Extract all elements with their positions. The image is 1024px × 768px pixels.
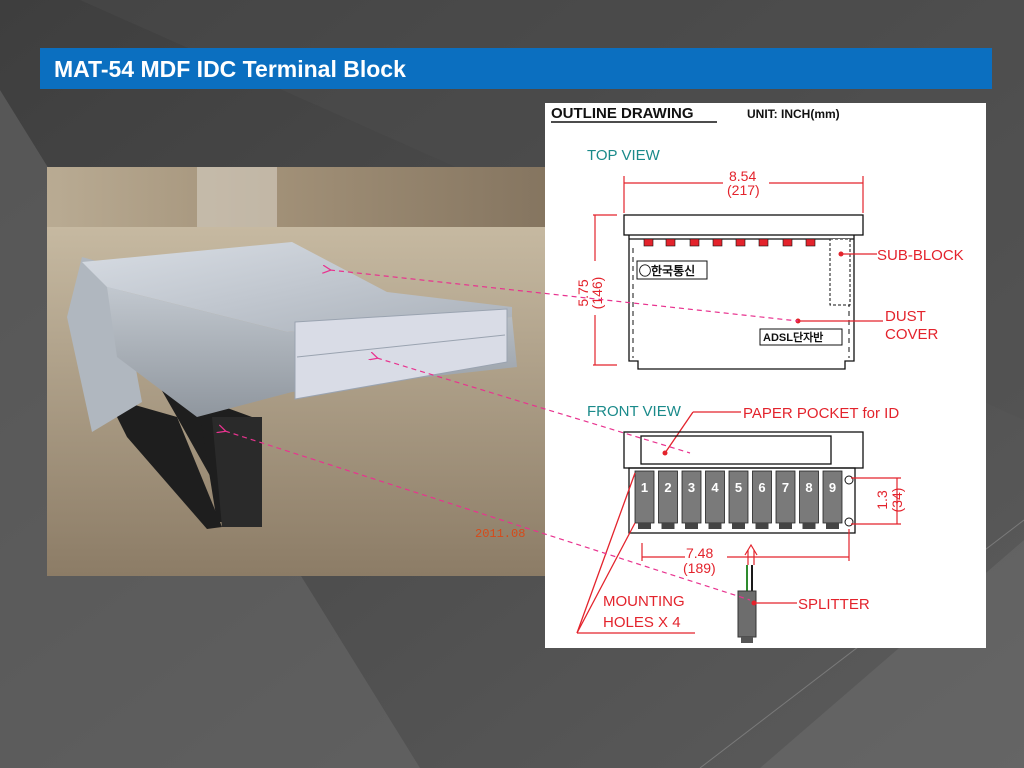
front-slot-number: 5 (735, 480, 742, 495)
sub-block-label: SUB-BLOCK (877, 247, 964, 264)
front-slot-number: 7 (782, 480, 789, 495)
front-slot (728, 470, 749, 524)
outline-drawing: OUTLINE DRAWING UNIT: INCH(mm) TOP VIEW … (545, 103, 986, 648)
outline-drawing-header: OUTLINE DRAWING (551, 105, 694, 122)
korean-label: ◯한국통신 (639, 263, 695, 278)
front-slot-foot (708, 523, 722, 529)
front-slot-number: 8 (805, 480, 812, 495)
front-width-inch: 7.48 (686, 545, 713, 561)
insert-arrow-icon (744, 543, 758, 565)
front-slot (634, 470, 655, 524)
top-view-label: TOP VIEW (587, 147, 661, 164)
front-slot (681, 470, 702, 524)
slide-title: MAT-54 MDF IDC Terminal Block (40, 48, 992, 89)
terminal-block-photo: 2011.08 (47, 167, 545, 576)
adsl-label: ADSL단자반 (763, 330, 823, 344)
unit-label: UNIT: INCH(mm) (747, 107, 840, 121)
top-width-mm: (217) (727, 182, 760, 198)
front-slot (752, 470, 772, 524)
dust-cover-label-2: COVER (885, 326, 939, 343)
mounting-holes-label-1: MOUNTING (603, 593, 685, 610)
front-slot-foot (755, 523, 769, 529)
front-slot-foot (661, 523, 675, 529)
front-height-mm: (34) (889, 488, 905, 513)
front-slot (799, 470, 819, 524)
top-view-outline (623, 214, 864, 370)
front-slot-foot (732, 523, 745, 529)
front-slot-foot (685, 523, 698, 529)
front-view-label: FRONT VIEW (587, 403, 682, 420)
mounting-holes-label-2: HOLES X 4 (603, 614, 681, 631)
front-slot-foot (802, 523, 816, 529)
top-width-inch: 8.54 (729, 168, 756, 184)
front-slot-foot (826, 523, 839, 529)
splitter-label: SPLITTER (798, 596, 870, 613)
front-slot-number: 3 (688, 480, 695, 495)
front-slot-foot (779, 523, 792, 529)
front-slot (822, 470, 843, 524)
dust-cover-label-1: DUST (885, 308, 926, 325)
front-slot-number: 9 (829, 480, 836, 495)
front-width-dimension (641, 529, 850, 561)
front-slot (775, 470, 796, 524)
front-slot (705, 470, 725, 524)
front-view-slots: 1 2 3 4 5 6 7 8 9 (634, 470, 843, 529)
photo-date-stamp: 2011.08 (475, 527, 525, 541)
front-width-mm: (189) (683, 560, 716, 576)
front-slot-number: 4 (711, 480, 719, 495)
paper-pocket-label: PAPER POCKET for ID (743, 405, 899, 422)
front-slot-number: 2 (664, 480, 671, 495)
front-slot-foot (638, 523, 651, 529)
front-slot-number: 6 (758, 480, 765, 495)
front-height-dimension (851, 477, 901, 525)
top-width-dimension (623, 176, 864, 213)
front-slot-number: 1 (641, 480, 648, 495)
front-height-inch: 1.3 (874, 490, 890, 510)
top-height-mm: (146) (589, 277, 605, 310)
front-slot (658, 470, 678, 524)
